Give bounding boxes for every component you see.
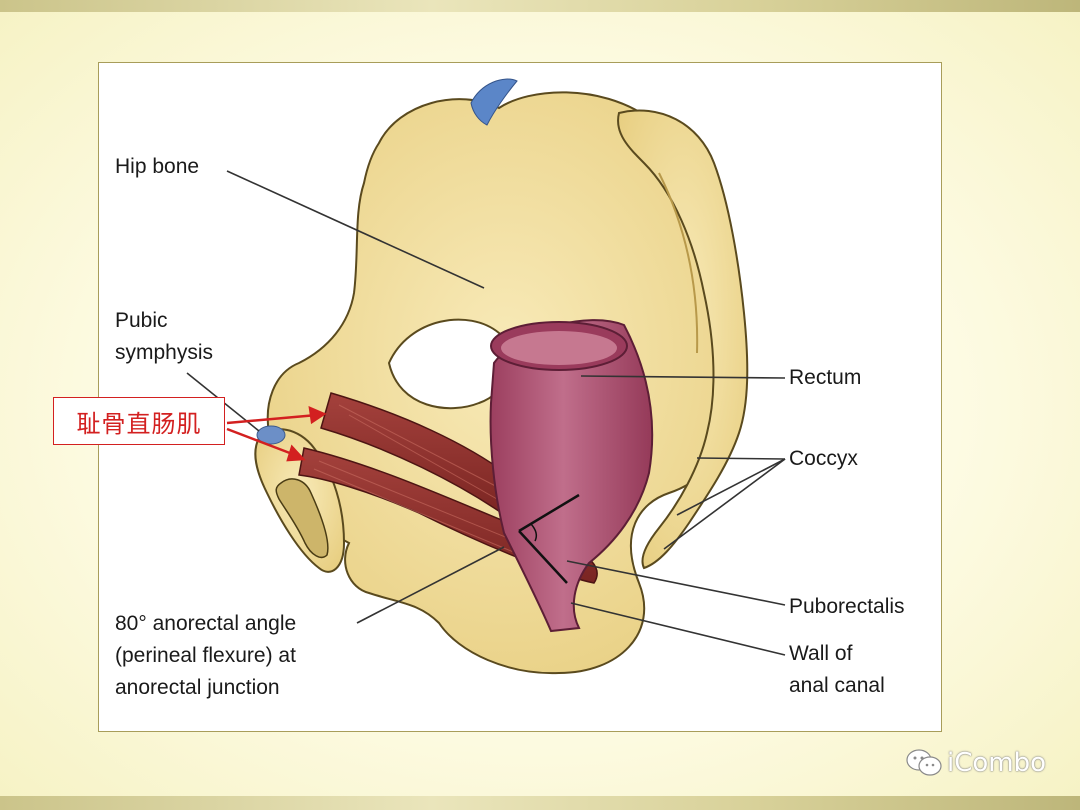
label-puborectalis: Puborectalis [789, 595, 905, 618]
pelvis-illustration [186, 78, 786, 675]
muscle-fibers [313, 404, 570, 572]
pubic-ramus-section [275, 478, 329, 559]
sacral-cartilage [470, 78, 518, 126]
label-coccyx: Coccyx [789, 447, 858, 470]
label-anorectal-angle-2: (perineal flexure) at [115, 644, 296, 667]
puborectalis-chinese-annotation: 耻骨直肠肌 [53, 397, 225, 445]
leader-wall-anal-canal [570, 602, 786, 656]
watermark: iCombo [905, 748, 1046, 778]
label-wall-of: Wall of [789, 642, 853, 665]
rectum-lumen [501, 331, 617, 365]
angle-arc [530, 523, 538, 542]
label-hip-bone: Hip bone [115, 155, 200, 178]
watermark-text: iCombo [947, 748, 1047, 778]
label-anorectal-angle-3: anorectal junction [115, 676, 280, 699]
anatomy-figure: Hip bone Pubic symphysis Rectum Coccyx P… [98, 62, 942, 732]
leader-coccyx-1 [696, 457, 786, 460]
leader-rectum [580, 375, 786, 379]
bottom-border-stripe [0, 796, 1080, 810]
wechat-icon [906, 749, 942, 776]
top-border-stripe [0, 0, 1080, 12]
label-anorectal-angle-1: 80° anorectal angle [115, 612, 297, 635]
sacral-ridge [658, 172, 699, 354]
label-pubic: Pubic [115, 309, 168, 332]
rectum-shape [489, 319, 654, 633]
label-anal-canal: anal canal [789, 674, 885, 697]
leader-hip-bone [226, 170, 485, 289]
symphysis-cartilage [256, 425, 286, 445]
leader-coccyx-2 [676, 458, 786, 516]
label-symphysis: symphysis [115, 341, 214, 364]
sacrum-coccyx-shape [617, 109, 749, 570]
leader-coccyx-3 [663, 458, 786, 550]
leader-puborectalis [566, 560, 786, 606]
annotation-arrows [226, 405, 327, 462]
anorectal-angle-marker [518, 493, 580, 584]
label-rectum: Rectum [789, 366, 862, 389]
leader-anorectal-angle [356, 546, 505, 624]
